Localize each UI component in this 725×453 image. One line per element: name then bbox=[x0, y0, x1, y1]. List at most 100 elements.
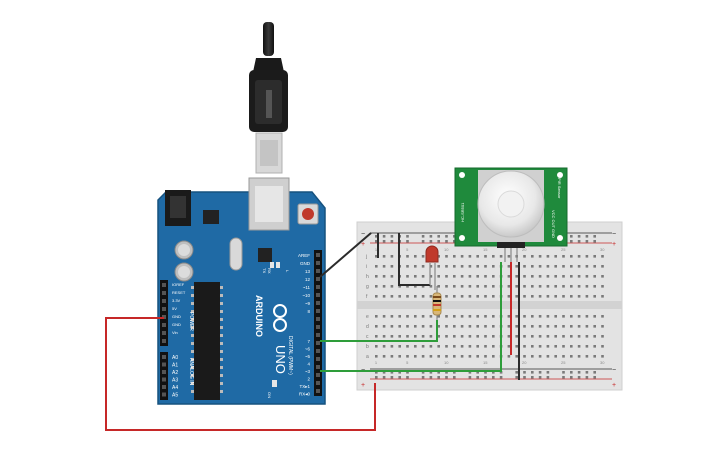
breadboard-hole[interactable] bbox=[507, 355, 511, 358]
breadboard-hole[interactable] bbox=[390, 275, 394, 278]
breadboard-hole[interactable] bbox=[437, 335, 440, 338]
header-hole[interactable] bbox=[316, 373, 320, 377]
rail-hole[interactable] bbox=[492, 371, 495, 374]
breadboard-hole[interactable] bbox=[554, 345, 557, 348]
breadboard-hole[interactable] bbox=[585, 265, 589, 268]
breadboard-hole[interactable] bbox=[546, 345, 550, 348]
reset-button[interactable] bbox=[297, 203, 319, 225]
breadboard-hole[interactable] bbox=[515, 275, 518, 278]
rail-hole[interactable] bbox=[546, 371, 550, 374]
breadboard-hole[interactable] bbox=[601, 295, 604, 298]
breadboard-hole[interactable] bbox=[429, 315, 433, 318]
rail-hole[interactable] bbox=[382, 240, 386, 243]
breadboard-hole[interactable] bbox=[406, 345, 409, 348]
breadboard-hole[interactable] bbox=[375, 275, 378, 278]
breadboard-hole[interactable] bbox=[554, 285, 557, 288]
breadboard-hole[interactable] bbox=[585, 345, 589, 348]
rail-hole[interactable] bbox=[484, 376, 487, 379]
breadboard-hole[interactable] bbox=[585, 255, 589, 258]
breadboard-hole[interactable] bbox=[398, 325, 401, 328]
rail-hole[interactable] bbox=[445, 240, 448, 243]
breadboard-hole[interactable] bbox=[476, 355, 479, 358]
breadboard-hole[interactable] bbox=[554, 335, 557, 338]
rail-hole[interactable] bbox=[577, 240, 581, 243]
breadboard-hole[interactable] bbox=[382, 345, 386, 348]
header-hole[interactable] bbox=[316, 389, 320, 393]
breadboard-hole[interactable] bbox=[507, 275, 511, 278]
header-hole[interactable] bbox=[162, 323, 166, 327]
breadboard-hole[interactable] bbox=[538, 275, 542, 278]
breadboard-hole[interactable] bbox=[484, 255, 487, 258]
breadboard-hole[interactable] bbox=[554, 295, 557, 298]
breadboard-hole[interactable] bbox=[460, 285, 464, 288]
rail-hole[interactable] bbox=[390, 371, 394, 374]
breadboard-hole[interactable] bbox=[445, 325, 448, 328]
breadboard-hole[interactable] bbox=[570, 295, 573, 298]
header-hole[interactable] bbox=[162, 299, 166, 303]
breadboard-hole[interactable] bbox=[406, 325, 409, 328]
breadboard-hole[interactable] bbox=[476, 325, 479, 328]
breadboard-hole[interactable] bbox=[538, 355, 542, 358]
breadboard-hole[interactable] bbox=[593, 355, 596, 358]
breadboard-hole[interactable] bbox=[460, 315, 464, 318]
breadboard-hole[interactable] bbox=[570, 325, 573, 328]
breadboard-hole[interactable] bbox=[375, 265, 378, 268]
breadboard-hole[interactable] bbox=[523, 255, 526, 258]
breadboard-hole[interactable] bbox=[390, 335, 394, 338]
rail-hole[interactable] bbox=[499, 376, 503, 379]
breadboard-hole[interactable] bbox=[414, 285, 417, 288]
rail-hole[interactable] bbox=[570, 240, 573, 243]
breadboard-hole[interactable] bbox=[414, 325, 417, 328]
breadboard-hole[interactable] bbox=[437, 275, 440, 278]
breadboard-hole[interactable] bbox=[515, 295, 518, 298]
breadboard-hole[interactable] bbox=[538, 315, 542, 318]
breadboard-hole[interactable] bbox=[429, 275, 433, 278]
rail-hole[interactable] bbox=[562, 376, 565, 379]
breadboard-hole[interactable] bbox=[453, 255, 456, 258]
rail-hole[interactable] bbox=[390, 240, 394, 243]
breadboard-hole[interactable] bbox=[390, 345, 394, 348]
breadboard-hole[interactable] bbox=[585, 285, 589, 288]
header-hole[interactable] bbox=[316, 269, 320, 273]
breadboard-hole[interactable] bbox=[499, 255, 503, 258]
breadboard-hole[interactable] bbox=[453, 355, 456, 358]
breadboard-hole[interactable] bbox=[507, 255, 511, 258]
breadboard-hole[interactable] bbox=[468, 325, 472, 328]
breadboard-hole[interactable] bbox=[468, 275, 472, 278]
breadboard-hole[interactable] bbox=[484, 265, 487, 268]
breadboard-hole[interactable] bbox=[507, 345, 511, 348]
rail-hole[interactable] bbox=[570, 376, 573, 379]
rail-hole[interactable] bbox=[390, 376, 394, 379]
breadboard-hole[interactable] bbox=[554, 255, 557, 258]
rail-hole[interactable] bbox=[437, 376, 440, 379]
breadboard-hole[interactable] bbox=[445, 285, 448, 288]
header-hole[interactable] bbox=[316, 301, 320, 305]
breadboard-hole[interactable] bbox=[382, 355, 386, 358]
breadboard-hole[interactable] bbox=[523, 265, 526, 268]
breadboard-hole[interactable] bbox=[585, 295, 589, 298]
breadboard-hole[interactable] bbox=[375, 355, 378, 358]
breadboard-hole[interactable] bbox=[492, 295, 495, 298]
rail-hole[interactable] bbox=[593, 240, 596, 243]
breadboard-hole[interactable] bbox=[593, 315, 596, 318]
breadboard-hole[interactable] bbox=[523, 335, 526, 338]
breadboard-hole[interactable] bbox=[562, 265, 565, 268]
breadboard-hole[interactable] bbox=[601, 275, 604, 278]
breadboard-hole[interactable] bbox=[453, 275, 456, 278]
breadboard-hole[interactable] bbox=[460, 265, 464, 268]
breadboard-hole[interactable] bbox=[468, 315, 472, 318]
breadboard-hole[interactable] bbox=[406, 255, 409, 258]
breadboard-hole[interactable] bbox=[453, 325, 456, 328]
breadboard-hole[interactable] bbox=[601, 355, 604, 358]
breadboard-hole[interactable] bbox=[601, 345, 604, 348]
breadboard-hole[interactable] bbox=[421, 325, 425, 328]
rail-hole[interactable] bbox=[437, 235, 440, 238]
breadboard-hole[interactable] bbox=[593, 275, 596, 278]
breadboard-hole[interactable] bbox=[398, 345, 401, 348]
breadboard-hole[interactable] bbox=[414, 275, 417, 278]
breadboard-hole[interactable] bbox=[468, 335, 472, 338]
breadboard-hole[interactable] bbox=[437, 345, 440, 348]
rail-hole[interactable] bbox=[390, 235, 394, 238]
rail-hole[interactable] bbox=[406, 371, 409, 374]
breadboard-hole[interactable] bbox=[390, 315, 394, 318]
